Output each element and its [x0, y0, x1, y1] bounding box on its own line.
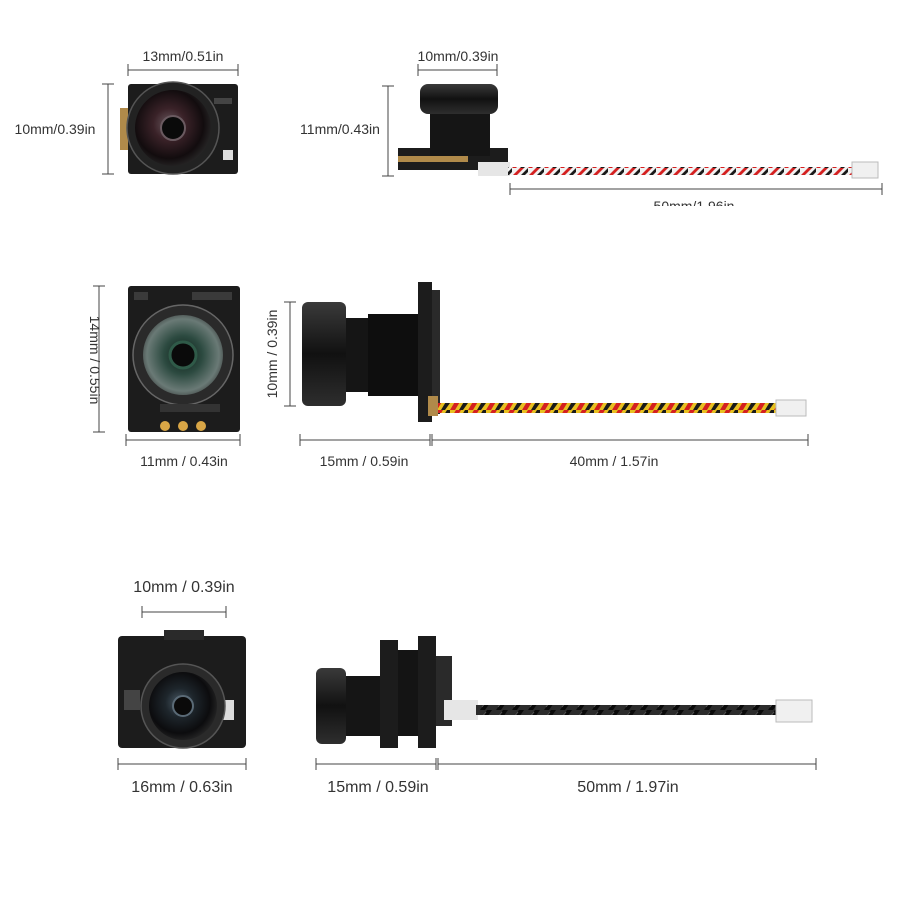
- row2-cable-length-label: 40mm / 1.57in: [570, 453, 659, 469]
- row2-front-width-label: 11mm / 0.43in: [140, 453, 228, 469]
- row3-side-camera: [316, 636, 813, 748]
- row1-side-height-label: 11mm/0.43in: [300, 121, 380, 137]
- row2-side-height-label: 10mm / 0.39in: [264, 310, 280, 399]
- row2-front-camera: [128, 286, 240, 432]
- row1-dimensions: [102, 64, 883, 195]
- row1-front-width-label: 13mm/0.51in: [143, 48, 224, 64]
- row2-side-camera: [302, 282, 807, 422]
- row1-front-camera: [120, 81, 238, 175]
- row2-side-depth-label: 15mm / 0.59in: [320, 453, 409, 469]
- row1-side-camera: [398, 84, 879, 179]
- row1-front-height-label: 10mm/0.39in: [15, 121, 96, 137]
- row1-side-lens-width-label: 10mm/0.39in: [418, 48, 499, 64]
- row3-dimensions: [117, 606, 817, 770]
- row3-front-width-label: 16mm / 0.63in: [131, 779, 232, 796]
- row1-cable-length-label: 50mm/1.96in: [654, 198, 735, 214]
- row3-front-lens-width-label: 10mm / 0.39in: [133, 579, 234, 596]
- row1-cable-clip: 50mm/1.96in: [654, 198, 735, 214]
- row3-front-camera: [118, 630, 246, 749]
- row2-front-height-label: 14mm / 0.55in: [87, 316, 103, 405]
- row2-dimensions: [93, 285, 809, 446]
- row3-side-depth-label: 15mm / 0.59in: [327, 779, 428, 796]
- row3-cable-length-label: 50mm / 1.97in: [577, 779, 678, 796]
